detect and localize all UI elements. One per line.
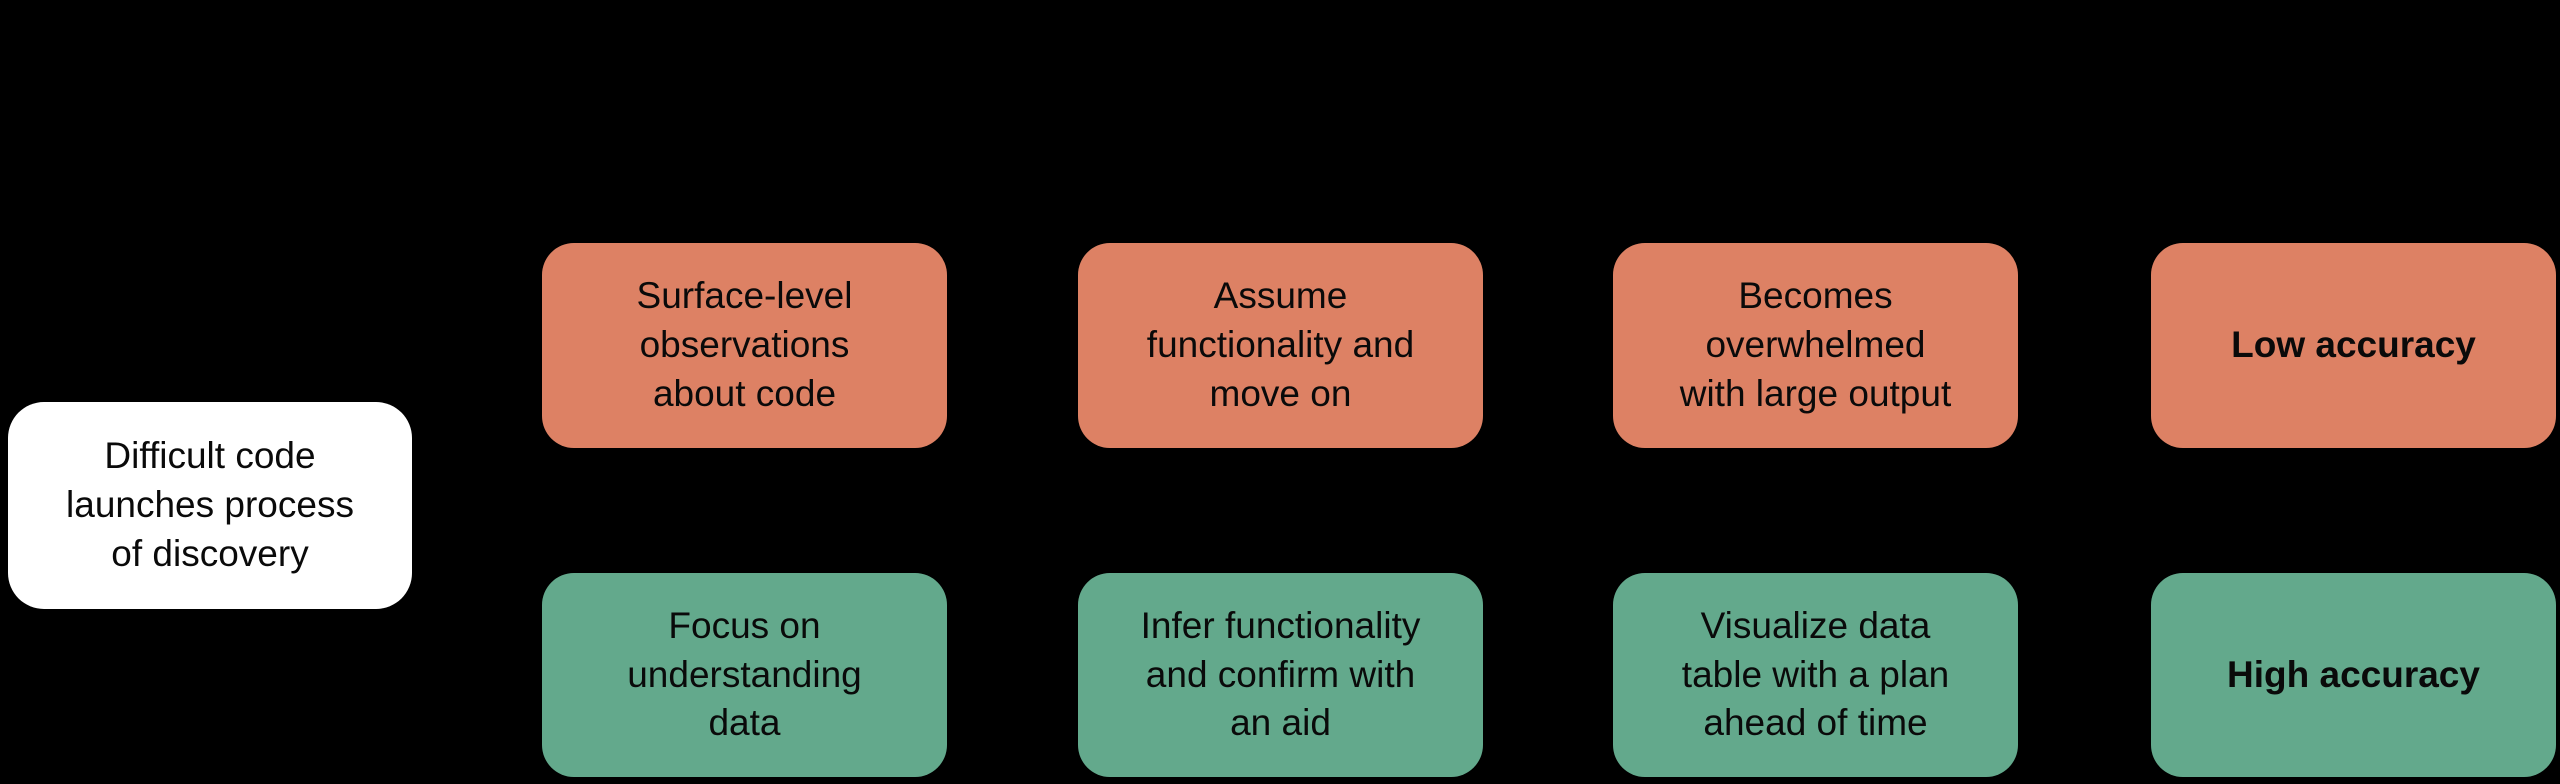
bad-outcome: Low accuracy (2151, 243, 2556, 448)
bad-step-1: Surface-level observations about code (542, 243, 947, 448)
bad-step-2: Assume functionality and move on (1078, 243, 1483, 448)
bad-step-2-label: Assume functionality and move on (1146, 275, 1415, 414)
good-outcome-label: High accuracy (2227, 653, 2480, 695)
bad-step-3: Becomes overwhelmed with large output (1613, 243, 2018, 448)
good-step-3-label: Visualize data table with a plan ahead o… (1681, 604, 1950, 744)
bad-step-1-label: Surface-level observations about code (636, 275, 853, 414)
start-node: Difficult code launches process of disco… (8, 402, 412, 609)
good-step-1: Focus on understanding data (542, 573, 947, 777)
good-step-2-label: Infer functionality and confirm with an … (1140, 604, 1421, 744)
good-step-3: Visualize data table with a plan ahead o… (1613, 573, 2018, 777)
good-outcome: High accuracy (2151, 573, 2556, 777)
good-step-2: Infer functionality and confirm with an … (1078, 573, 1483, 777)
bad-outcome-label: Low accuracy (2231, 324, 2476, 366)
start-node-label: Difficult code launches process of disco… (66, 435, 354, 574)
bad-step-3-label: Becomes overwhelmed with large output (1679, 275, 1952, 414)
good-step-1-label: Focus on understanding data (627, 604, 862, 744)
